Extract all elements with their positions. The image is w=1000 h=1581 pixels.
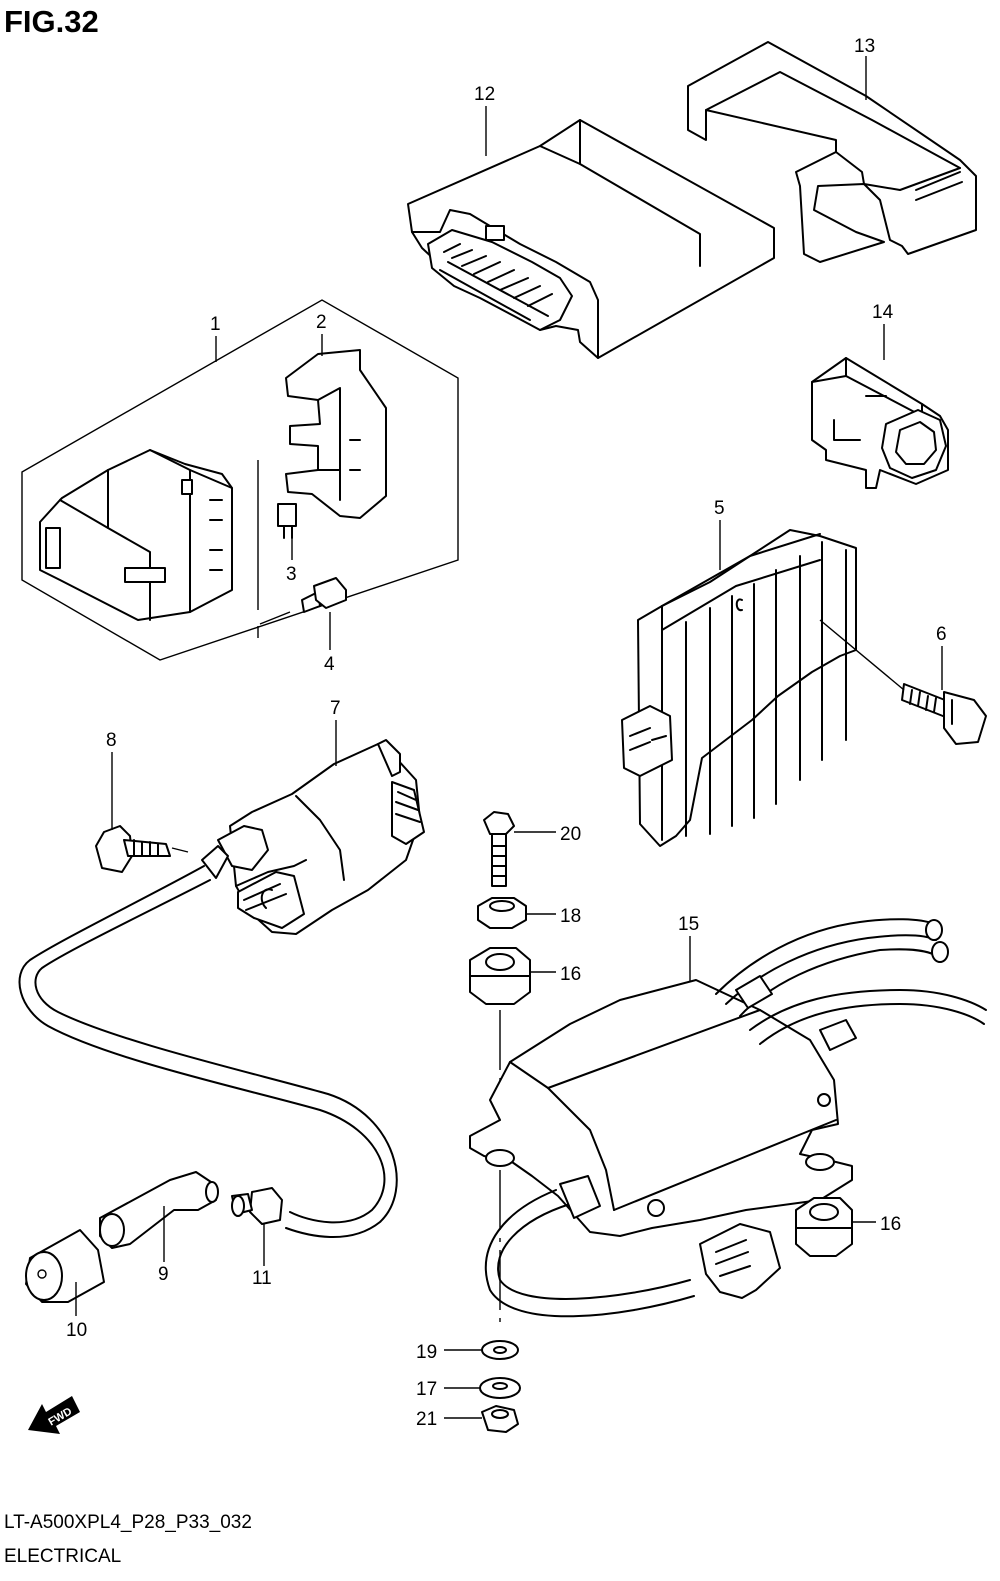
callout-20: 20: [560, 824, 581, 845]
ignition-coil: [201, 739, 425, 935]
washer-19: [481, 1340, 519, 1360]
callout-9: 9: [158, 1264, 169, 1285]
callout-15: 15: [678, 914, 699, 935]
callout-1: 1: [210, 314, 221, 335]
callout-3: 3: [286, 564, 297, 585]
regulator-rectifier: [621, 529, 857, 847]
callout-14: 14: [872, 302, 894, 323]
diagram-code: LT-A500XPL4_P28_P33_032: [4, 1512, 252, 1533]
callout-8: 8: [106, 730, 117, 751]
plug-boot: [25, 1229, 105, 1303]
callout-16-top: 16: [560, 964, 581, 985]
nut-21: [481, 1405, 519, 1433]
grommet-16-top: [469, 947, 531, 1005]
grommet-16-right: [795, 1197, 853, 1257]
relay-cover: [285, 349, 387, 519]
ecm-cover: [687, 41, 977, 263]
cap-seal: [231, 1187, 283, 1225]
callout-numbers: 1 2 3 4 5 6 7 8 9 10 11 12 13 14 15 16 1…: [66, 36, 947, 1430]
callout-16-right: 16: [880, 1214, 901, 1235]
callout-12: 12: [474, 84, 495, 105]
bolt-8: [95, 825, 189, 873]
callout-6: 6: [936, 624, 947, 645]
callout-10: 10: [66, 1320, 87, 1341]
collar-18: [477, 897, 527, 929]
leader-lines: [75, 56, 943, 1419]
callout-7: 7: [330, 698, 341, 719]
callout-11: 11: [252, 1268, 272, 1289]
bolt-6: [819, 619, 987, 745]
callout-13: 13: [854, 36, 875, 57]
starter-relay-body: [39, 449, 233, 621]
fwd-arrow-icon: FWD: [28, 1396, 80, 1434]
plug-cap: [99, 1171, 219, 1249]
callout-4: 4: [324, 654, 335, 675]
power-steering-controller: [469, 918, 987, 1318]
washer-17: [479, 1377, 521, 1399]
connector-block: [811, 357, 949, 489]
relay-assembly-group: [21, 299, 459, 661]
callout-2: 2: [316, 312, 327, 333]
callout-21: 21: [416, 1409, 437, 1430]
small-screw: [301, 577, 347, 613]
high-tension-cord: [18, 865, 398, 1239]
callout-19: 19: [416, 1342, 437, 1363]
ecm-unit: [407, 119, 775, 359]
figure-title: FIG.32: [4, 4, 99, 39]
fuse: [277, 503, 297, 539]
callout-5: 5: [714, 498, 725, 519]
callout-17: 17: [416, 1379, 437, 1400]
callout-18: 18: [560, 906, 581, 927]
bolt-20: [483, 811, 515, 887]
diagram-name: ELECTRICAL: [4, 1546, 122, 1567]
fwd-label: FWD: [46, 1405, 74, 1428]
